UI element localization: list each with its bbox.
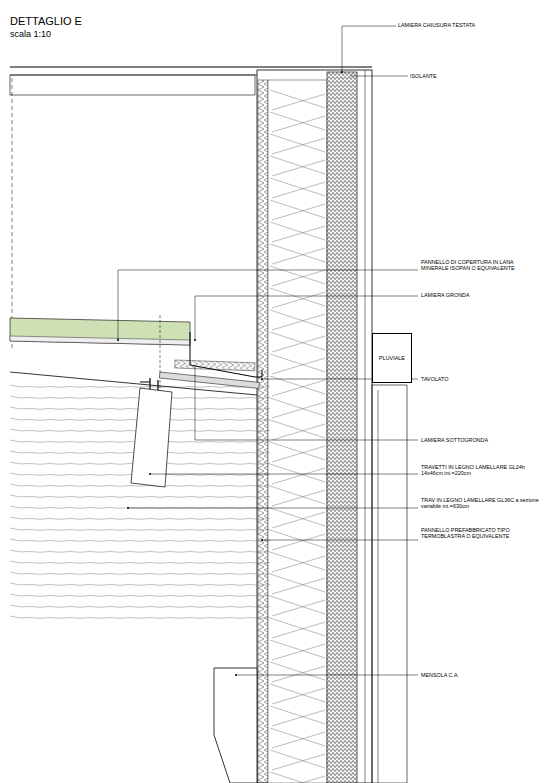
concrete-hatch <box>270 178 325 198</box>
concrete-hatch <box>270 596 325 616</box>
wood-grain <box>10 517 270 519</box>
concrete-hatch <box>270 618 325 638</box>
concrete-hatch <box>270 134 325 154</box>
concrete-hatch <box>270 354 325 374</box>
wood-grain <box>10 605 270 607</box>
scale-note: scala 1:10 <box>10 29 51 39</box>
concrete-hatch <box>270 398 325 418</box>
concrete-hatch <box>270 728 325 748</box>
concrete-hatch <box>270 662 325 682</box>
concrete-hatch <box>270 706 325 726</box>
part-label: LAMIERA GRONDA <box>420 292 471 298</box>
wood-grain <box>10 561 270 563</box>
concrete-hatch <box>270 684 325 704</box>
wood-grain <box>10 539 270 541</box>
concrete-hatch <box>270 552 325 572</box>
concrete-hatch <box>270 222 325 242</box>
concrete-hatch <box>270 508 325 528</box>
part-label: MENSOLA C.A. <box>420 672 460 678</box>
part-label: LAMIERA CHIUSURA TESTATA <box>397 22 476 28</box>
concrete-hatch <box>270 288 325 308</box>
wood-grain <box>10 583 270 585</box>
concrete-hatch <box>270 442 325 462</box>
part-label: TRAV IN LEGNO LAMELLARE GL36C a sezione … <box>420 497 540 509</box>
concrete-hatch <box>270 332 325 352</box>
part-label: PANNELLO DI COPERTURA IN LANA MINERALE I… <box>420 259 540 271</box>
wood-grain <box>10 550 270 552</box>
part-label: ISOLANTE <box>409 73 438 79</box>
part-label: TAVOLATO <box>420 376 449 382</box>
concrete-hatch <box>270 750 325 770</box>
concrete-hatch <box>270 244 325 264</box>
concrete-hatch <box>270 420 325 440</box>
box-label: PLUVIALE <box>379 355 405 361</box>
part-label: TRAVETTI IN LEGNO LAMELLARE GL24h 14x46c… <box>420 464 540 476</box>
concrete-hatch <box>270 266 325 286</box>
part-label: PANNELLO PREFABBRICATO TIPO TERMOBLASTRA… <box>420 527 540 539</box>
concrete-hatch <box>270 574 325 594</box>
wood-grain <box>10 616 270 618</box>
concrete-hatch <box>270 156 325 176</box>
concrete-hatch <box>270 772 325 783</box>
part-label: LAMIERA SOTTOGRONDA <box>420 437 489 443</box>
concrete-hatch <box>270 112 325 132</box>
concrete-hatch <box>270 200 325 220</box>
drawing-title: DETTAGLIO E <box>10 15 82 28</box>
wood-grain <box>10 528 270 530</box>
wood-grain <box>10 495 270 497</box>
label-box: PLUVIALE <box>372 333 412 383</box>
concrete-hatch <box>270 640 325 660</box>
concrete-hatch <box>270 486 325 506</box>
wood-grain <box>10 572 270 574</box>
concrete-hatch <box>270 90 325 110</box>
wood-grain <box>10 594 270 596</box>
concrete-hatch <box>270 310 325 330</box>
